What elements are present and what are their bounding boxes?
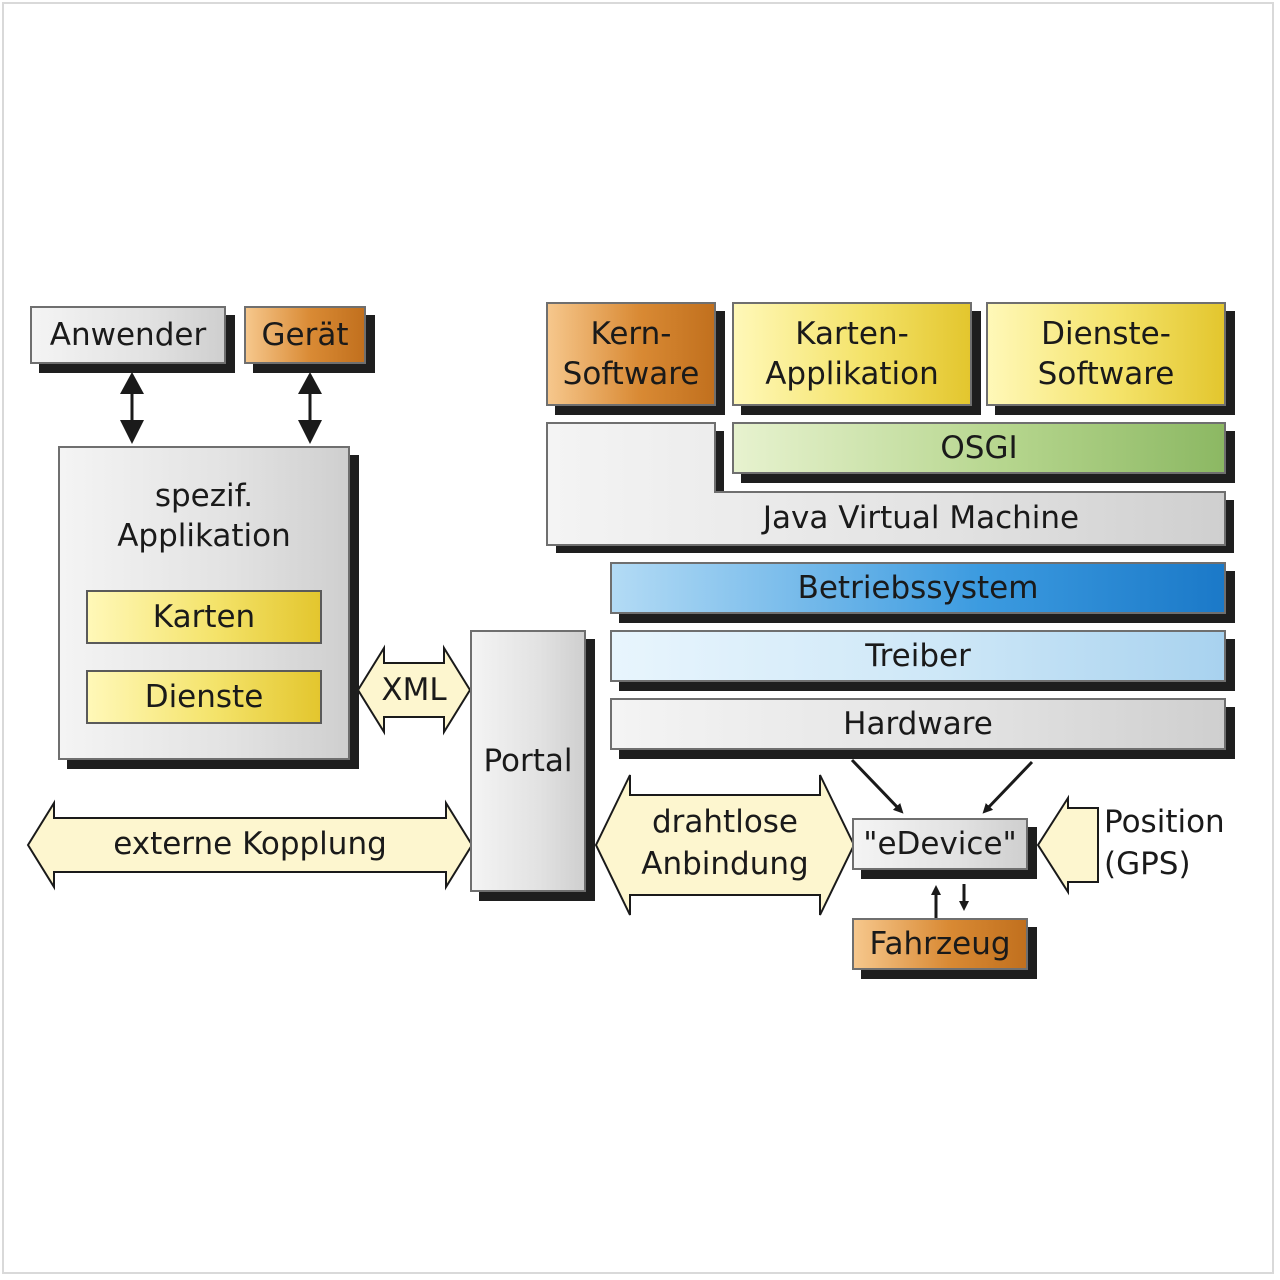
geraet-link-arrow bbox=[298, 372, 322, 444]
app-title-line1: spezif. bbox=[154, 478, 254, 514]
karten-app-line2: Applikation bbox=[765, 356, 939, 392]
dienste-box: Dienste bbox=[86, 670, 322, 724]
dienste-software-box: Dienste- Software bbox=[986, 302, 1226, 406]
dienste-sw-line1: Dienste- bbox=[1041, 315, 1171, 352]
hardware-box: Hardware bbox=[610, 698, 1226, 750]
anwender-link-arrow bbox=[120, 372, 144, 444]
hardware-to-edevice-arrow-left bbox=[850, 758, 904, 814]
kern-line1: Kern- bbox=[590, 315, 672, 352]
betriebssystem-box: Betriebssystem bbox=[610, 562, 1226, 614]
fahrzeug-box: Fahrzeug bbox=[852, 918, 1028, 970]
karten-app-line1: Karten- bbox=[795, 315, 909, 352]
drahtlose-line1: drahtlose bbox=[651, 804, 799, 840]
dienste-sw-line2: Software bbox=[1037, 356, 1175, 392]
karten-applikation-box: Karten- Applikation bbox=[732, 302, 972, 406]
spezif-applikation-box: spezif. Applikation Karten Dienste bbox=[58, 446, 350, 760]
position-line2: (GPS) bbox=[1104, 845, 1191, 882]
position-line1: Position bbox=[1104, 804, 1225, 840]
jvm-box bbox=[546, 422, 1234, 553]
gps-input-arrow bbox=[1036, 794, 1099, 896]
kern-line2: Software bbox=[562, 356, 700, 392]
geraet-box: Gerät bbox=[244, 306, 366, 364]
xml-label: XML bbox=[381, 672, 447, 708]
externe-kopplung-label: externe Kopplung bbox=[113, 826, 387, 862]
edevice-box: "eDevice" bbox=[852, 818, 1028, 870]
jvm-label: Java Virtual Machine bbox=[762, 500, 1080, 536]
hardware-to-edevice-arrow-right bbox=[982, 760, 1034, 814]
drahtlose-anbindung-label: drahtlose Anbindung bbox=[630, 802, 820, 886]
portal-box: Portal bbox=[470, 630, 586, 892]
osgi-box: OSGI bbox=[732, 422, 1226, 474]
anwender-box: Anwender bbox=[30, 306, 226, 364]
position-gps-label: Position (GPS) bbox=[1104, 802, 1234, 886]
treiber-box: Treiber bbox=[610, 630, 1226, 682]
app-title-line2: Applikation bbox=[117, 518, 291, 555]
drahtlose-line2: Anbindung bbox=[641, 845, 809, 882]
kern-software-box: Kern- Software bbox=[546, 302, 716, 406]
karten-box: Karten bbox=[86, 590, 322, 644]
